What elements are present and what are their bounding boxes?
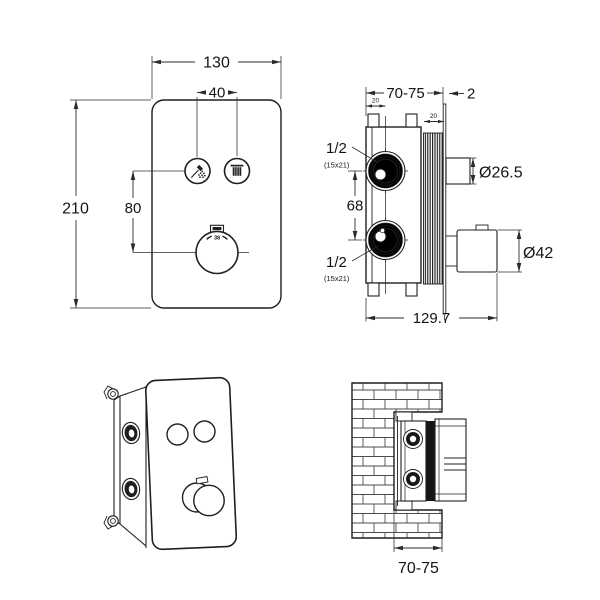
dim-button-spacing: 40 bbox=[196, 85, 238, 157]
dim-faceplate-thickness: 2 bbox=[449, 86, 475, 103]
mounting-ear-top bbox=[103, 385, 119, 400]
mounting-ear-bottom bbox=[103, 515, 119, 530]
faceplate-perspective bbox=[145, 376, 238, 551]
button-to-knob-value: 80 bbox=[125, 200, 142, 217]
seal-strip bbox=[426, 421, 435, 501]
inlet-port bbox=[121, 477, 141, 501]
dim-button-to-knob: 80 bbox=[125, 170, 249, 253]
dim-embed-depth: 70-75 bbox=[365, 85, 444, 116]
dim-front-height: 210 bbox=[62, 99, 151, 309]
button-side-profile bbox=[445, 157, 471, 185]
dim-install-depth: 70-75 bbox=[393, 510, 443, 577]
dim-seal-thickness: 20 bbox=[424, 113, 444, 124]
dim-front-width: 130 bbox=[151, 55, 282, 99]
inlet-top-size: (15x21) bbox=[324, 161, 350, 170]
dim-inlet-spacing: 68 bbox=[347, 170, 364, 241]
edge-to-inlet-value: 20 bbox=[372, 98, 380, 105]
inlet-port bbox=[403, 429, 423, 449]
dim-total-depth: 129.7 bbox=[365, 273, 498, 327]
rainshower-button-perspective bbox=[193, 420, 216, 443]
recessed-valve bbox=[395, 411, 467, 511]
inlet-port bbox=[403, 469, 423, 489]
handshower-button-perspective bbox=[166, 423, 189, 446]
side-view: 70-75 2 20 20 68 1/2 (15x21) bbox=[324, 85, 553, 327]
faceplate-edge bbox=[442, 103, 447, 315]
knob-side-profile bbox=[446, 224, 498, 273]
mounting-tab bbox=[367, 282, 380, 297]
inlet-bottom-label: 1/2 (15x21) bbox=[324, 245, 379, 283]
knob-temp-stop-label: 38 bbox=[214, 235, 220, 241]
inlet-port bbox=[121, 421, 141, 445]
temperature-knob: 38 bbox=[195, 224, 239, 275]
seal-thickness-value: 20 bbox=[430, 113, 438, 120]
inlet-bottom-thread: 1/2 bbox=[326, 254, 347, 271]
front-height-value: 210 bbox=[62, 201, 89, 218]
rainshower-icon bbox=[230, 164, 244, 176]
install-depth-value: 70-75 bbox=[398, 560, 439, 577]
dim-knob-diameter: Ø42 bbox=[497, 229, 553, 273]
inlet-spacing-value: 68 bbox=[347, 198, 364, 215]
dim-button-diameter: Ø26.5 bbox=[470, 157, 523, 185]
total-depth-value: 129.7 bbox=[413, 310, 451, 327]
embed-depth-value: 70-75 bbox=[386, 85, 424, 102]
button-diameter-value: Ø26.5 bbox=[479, 165, 523, 182]
inlet-top-label: 1/2 (15x21) bbox=[324, 140, 378, 170]
inlet-top-thread: 1/2 bbox=[326, 140, 347, 157]
button-spacing-value: 40 bbox=[209, 85, 226, 102]
handshower-icon bbox=[190, 164, 206, 179]
inlet-connection-top bbox=[363, 149, 408, 193]
installation-view: 70-75 bbox=[351, 382, 467, 577]
faceplate-front bbox=[151, 99, 282, 309]
faceplate-thickness-value: 2 bbox=[467, 86, 475, 103]
mounting-tab bbox=[367, 113, 380, 128]
perspective-view bbox=[103, 376, 238, 551]
inlet-connection-bottom bbox=[363, 218, 408, 262]
temperature-knob-perspective bbox=[181, 476, 225, 517]
inlet-bottom-size: (15x21) bbox=[324, 274, 350, 283]
front-view: 38 130 40 210 bbox=[62, 55, 282, 309]
mounting-tab bbox=[405, 282, 418, 297]
ribbed-seal-plate bbox=[423, 132, 444, 285]
valve-housing bbox=[434, 418, 467, 502]
mounting-tab bbox=[405, 113, 418, 128]
front-width-value: 130 bbox=[203, 55, 230, 72]
valve-body-side bbox=[365, 126, 422, 284]
dim-edge-to-inlet: 20 bbox=[366, 98, 386, 108]
knob-diameter-value: Ø42 bbox=[523, 245, 553, 262]
